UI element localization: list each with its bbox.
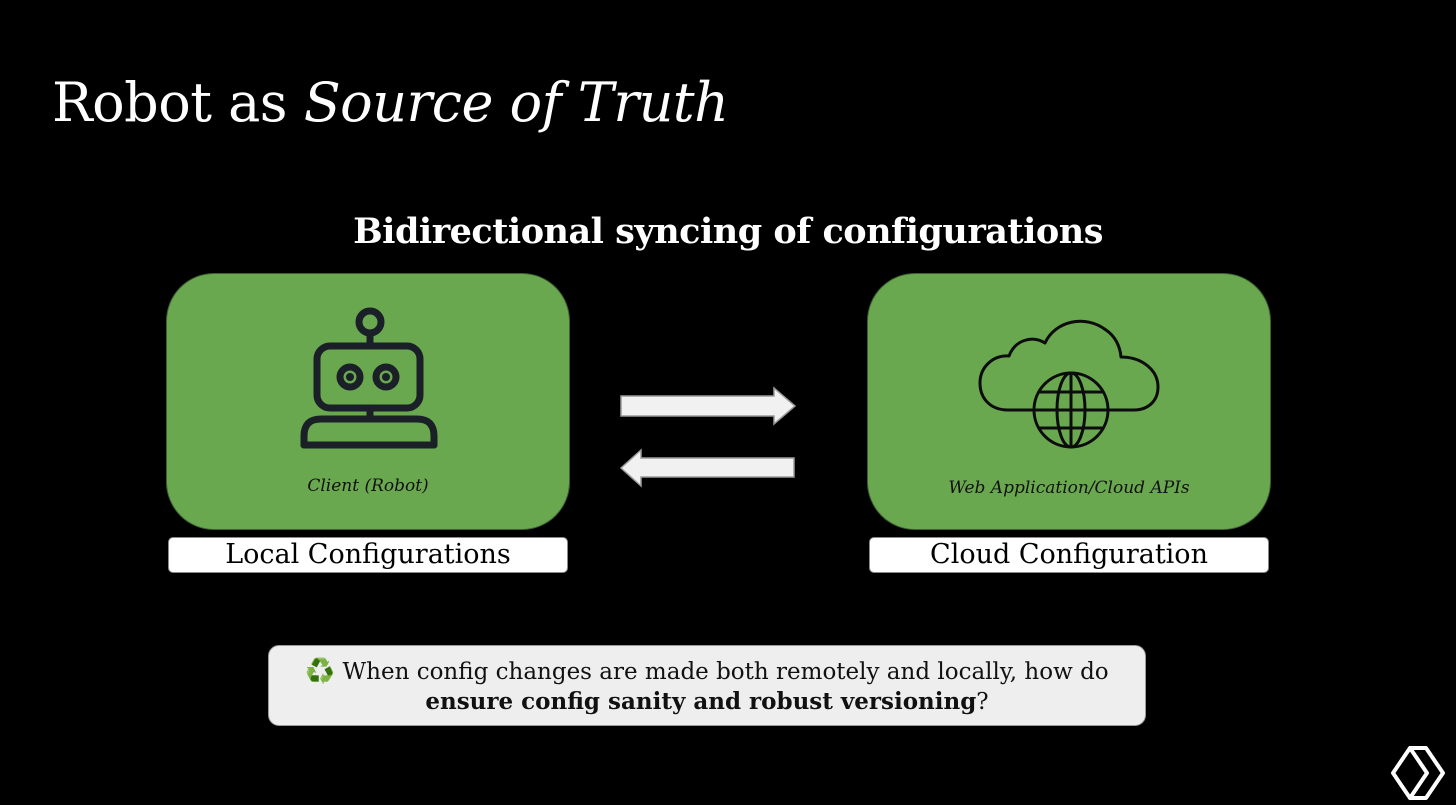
local-configurations-label: Local Configurations (168, 537, 568, 573)
robot-icon (300, 307, 438, 449)
brand-logo-icon (1391, 746, 1445, 800)
arrow-right-icon (620, 386, 797, 426)
cloud-node: Web Application/Cloud APIs (867, 273, 1271, 530)
slide-title: Robot as Source of Truth (52, 68, 729, 138)
question-text-1: When config changes are made both remote… (342, 659, 1109, 685)
cloud-caption: Web Application/Cloud APIs (948, 478, 1190, 498)
sync-arrows (619, 386, 797, 488)
question-callout: ♻️ When config changes are made both rem… (268, 645, 1146, 726)
cloud-configuration-label: Cloud Configuration (869, 537, 1269, 573)
title-emphasis: Source of Truth (303, 71, 729, 134)
cloud-globe-icon (978, 319, 1160, 449)
question-text-end: ? (976, 689, 989, 715)
recycle-icon: ♻️ (305, 657, 336, 685)
title-main: Robot as (52, 71, 304, 134)
client-caption: Client (Robot) (307, 476, 429, 496)
client-node: Client (Robot) (166, 273, 570, 530)
question-line-2: ensure config sanity and robust versioni… (269, 687, 1145, 717)
arrow-left-icon (619, 448, 795, 488)
diagram-subtitle: Bidirectional syncing of configurations (353, 211, 1103, 252)
question-line-1: ♻️ When config changes are made both rem… (269, 656, 1145, 687)
question-text-bold: ensure config sanity and robust versioni… (425, 688, 977, 715)
